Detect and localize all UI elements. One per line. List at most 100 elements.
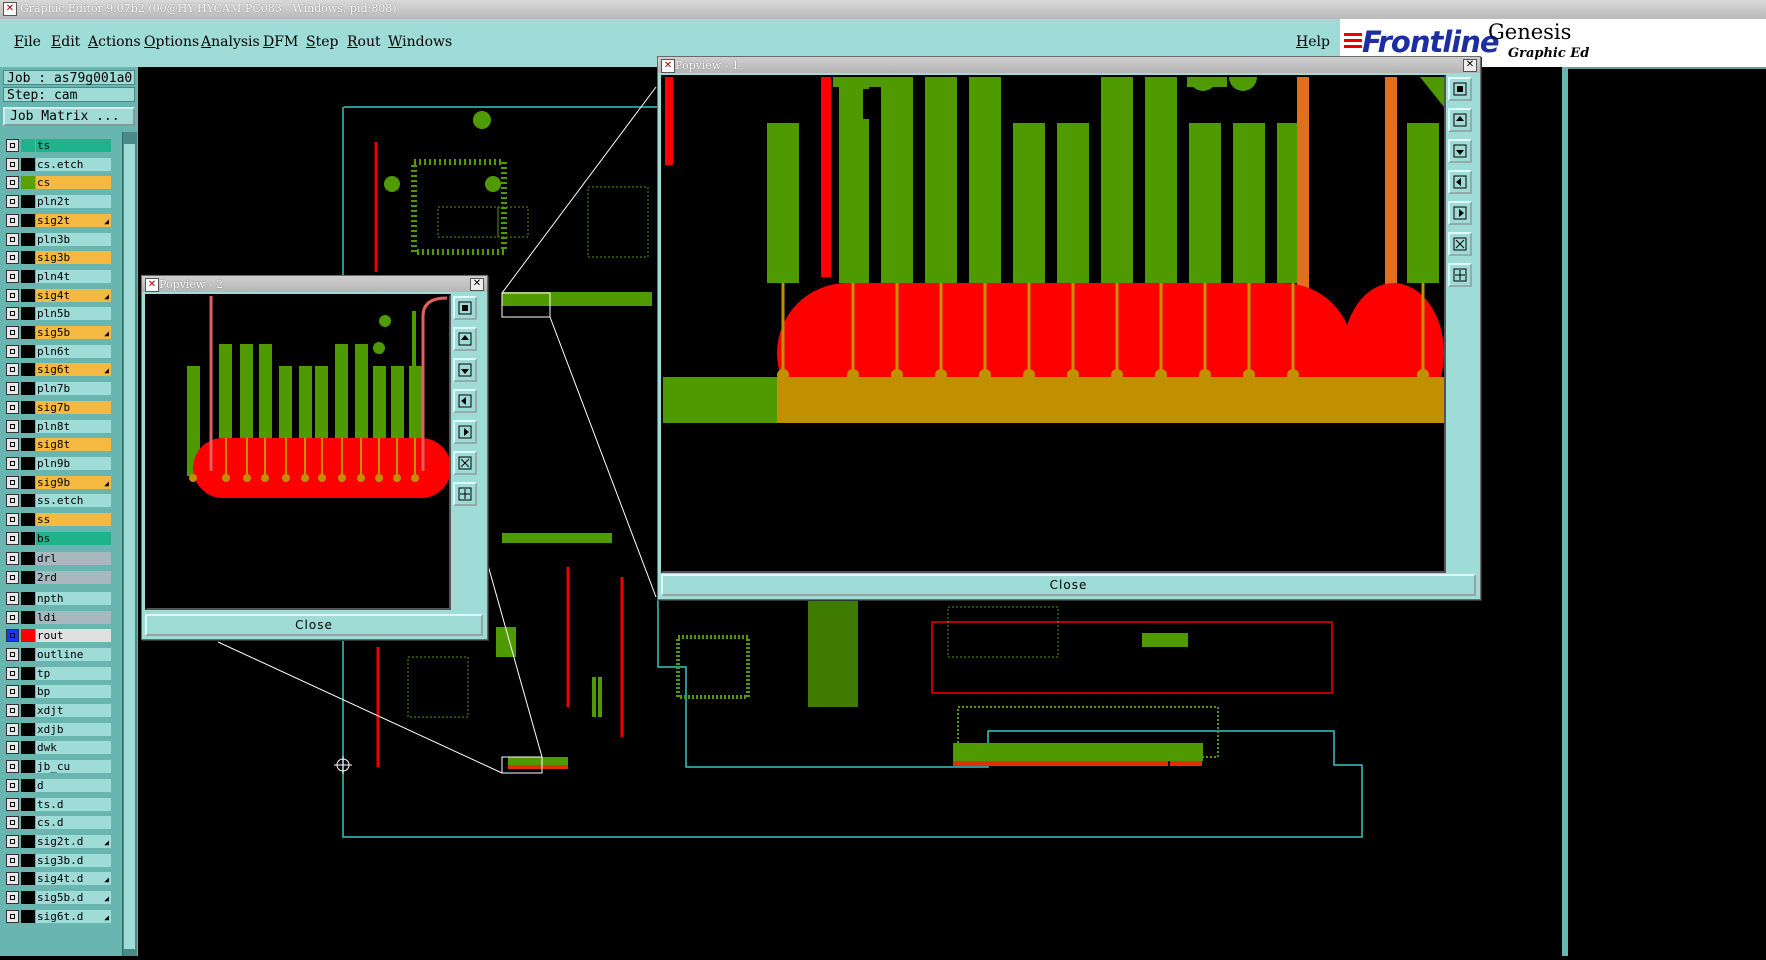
layer-row-jb-cu[interactable]: jb_cu [6, 760, 111, 774]
layer-row-cs-d[interactable]: cs.d [6, 816, 111, 830]
layer-checkbox[interactable] [6, 834, 19, 848]
popview-2-titlebar[interactable]: ✕ Popview - 2 ✕ [142, 276, 487, 292]
layer-name[interactable]: pln4t [36, 269, 111, 283]
layer-name[interactable]: sig6t◢ [36, 363, 111, 377]
layer-name[interactable]: pln6t [36, 344, 111, 358]
layer-name[interactable]: ss [36, 513, 111, 526]
layer-checkbox[interactable] [6, 891, 19, 904]
layer-name[interactable]: sig7b [36, 400, 111, 414]
popview-2-view[interactable] [145, 294, 451, 610]
layer-name[interactable]: sig5b.d◢ [36, 891, 111, 904]
layer-color-swatch[interactable] [21, 344, 35, 358]
zoom-out-icon[interactable] [453, 482, 477, 506]
layer-color-swatch[interactable] [21, 195, 35, 209]
menu-help[interactable]: Help [1296, 34, 1330, 50]
layer-name[interactable]: sig4t◢ [36, 288, 111, 302]
menu-windows[interactable]: Windows [388, 34, 453, 50]
pan-up-icon[interactable] [1448, 108, 1472, 132]
menu-rout[interactable]: Rout [347, 34, 381, 50]
layer-name[interactable]: sig2t◢ [36, 213, 111, 227]
layer-color-swatch[interactable] [21, 816, 35, 830]
layer-row-bp[interactable]: bp [6, 685, 111, 699]
layer-checkbox[interactable] [6, 232, 19, 246]
layer-checkbox[interactable] [6, 400, 19, 414]
layer-checkbox[interactable] [6, 438, 19, 452]
layer-checkbox[interactable] [6, 363, 19, 377]
layer-row-d[interactable]: d [6, 778, 111, 792]
layer-row-sig8t[interactable]: sig8t [6, 438, 111, 452]
layer-color-swatch[interactable] [21, 704, 35, 717]
layer-color-swatch[interactable] [21, 647, 35, 661]
popview-2-close-icon[interactable]: ✕ [470, 278, 484, 291]
layer-row-sig4t[interactable]: sig4t◢ [6, 288, 111, 302]
layer-row-bs[interactable]: bs [6, 531, 111, 545]
layer-name[interactable]: ss.etch [36, 494, 111, 508]
layer-row-cs-etch[interactable]: cs.etch [6, 157, 111, 171]
layer-checkbox[interactable] [6, 269, 19, 283]
layer-name[interactable]: sig4t.d◢ [36, 872, 111, 886]
menu-dfm[interactable]: DFM [263, 34, 299, 50]
layer-row-dwk[interactable]: dwk [6, 741, 111, 755]
menu-options[interactable]: Options [144, 34, 200, 50]
layer-checkbox[interactable] [6, 591, 19, 605]
layer-color-swatch[interactable] [21, 571, 35, 585]
layer-row-sig3b-d[interactable]: sig3b.d [6, 853, 111, 867]
layer-name[interactable]: ts [36, 139, 111, 152]
zoom-in-icon[interactable] [453, 451, 477, 475]
layer-row-pln3b[interactable]: pln3b [6, 232, 111, 246]
layer-color-swatch[interactable] [21, 629, 35, 643]
pan-up-icon[interactable] [453, 327, 477, 351]
layer-color-swatch[interactable] [21, 853, 35, 867]
layer-row-sig7b[interactable]: sig7b [6, 400, 111, 414]
layer-checkbox[interactable] [6, 552, 19, 566]
zoom-home-icon[interactable] [1448, 77, 1472, 101]
layer-checkbox[interactable] [6, 704, 19, 717]
layer-name[interactable]: pln8t [36, 419, 111, 433]
layer-name[interactable]: sig3b [36, 251, 111, 265]
layer-color-swatch[interactable] [21, 891, 35, 904]
layer-name[interactable]: cs [36, 176, 111, 190]
layer-name[interactable]: cs.d [36, 816, 111, 830]
layer-name[interactable]: 2rd [36, 571, 111, 585]
layer-checkbox[interactable] [6, 741, 19, 755]
layer-row-outline[interactable]: outline [6, 647, 111, 661]
layer-color-swatch[interactable] [21, 382, 35, 396]
pan-left-icon[interactable] [453, 389, 477, 413]
layer-name[interactable]: sig5b◢ [36, 326, 111, 339]
layer-checkbox[interactable] [6, 872, 19, 886]
pan-left-icon[interactable] [1448, 170, 1472, 194]
zoom-home-icon[interactable] [453, 296, 477, 320]
layer-checkbox[interactable] [6, 816, 19, 830]
layer-color-swatch[interactable] [21, 251, 35, 265]
layer-color-swatch[interactable] [21, 909, 35, 923]
layer-checkbox[interactable] [6, 610, 19, 624]
popview-2-close-button[interactable]: Close [145, 614, 483, 636]
layer-name[interactable]: dwk [36, 741, 111, 755]
layer-checkbox[interactable] [6, 195, 19, 209]
layer-checkbox[interactable] [6, 797, 19, 811]
layer-name[interactable]: sig3b.d [36, 853, 111, 867]
layer-color-swatch[interactable] [21, 157, 35, 171]
layer-checkbox[interactable] [6, 853, 19, 867]
layer-color-swatch[interactable] [21, 288, 35, 302]
layer-color-swatch[interactable] [21, 438, 35, 452]
layer-color-swatch[interactable] [21, 456, 35, 470]
layer-color-swatch[interactable] [21, 741, 35, 755]
layer-row-pln7b[interactable]: pln7b [6, 382, 111, 396]
pan-right-icon[interactable] [453, 420, 477, 444]
menu-file[interactable]: File [14, 34, 41, 50]
layer-color-swatch[interactable] [21, 666, 35, 680]
layer-row-sig5b-d[interactable]: sig5b.d◢ [6, 891, 111, 904]
layer-checkbox[interactable] [6, 760, 19, 774]
layer-row-sig4t-d[interactable]: sig4t.d◢ [6, 872, 111, 886]
layer-name[interactable]: jb_cu [36, 760, 111, 774]
layer-color-swatch[interactable] [21, 591, 35, 605]
layer-color-swatch[interactable] [21, 213, 35, 227]
layer-checkbox[interactable] [6, 909, 19, 923]
popview-1-close-button[interactable]: Close [661, 574, 1476, 596]
popview-1-view[interactable] [661, 75, 1446, 573]
layer-name[interactable]: xdjt [36, 704, 111, 717]
menu-actions[interactable]: Actions [88, 34, 141, 50]
layer-checkbox[interactable] [6, 139, 19, 152]
layer-color-swatch[interactable] [21, 400, 35, 414]
